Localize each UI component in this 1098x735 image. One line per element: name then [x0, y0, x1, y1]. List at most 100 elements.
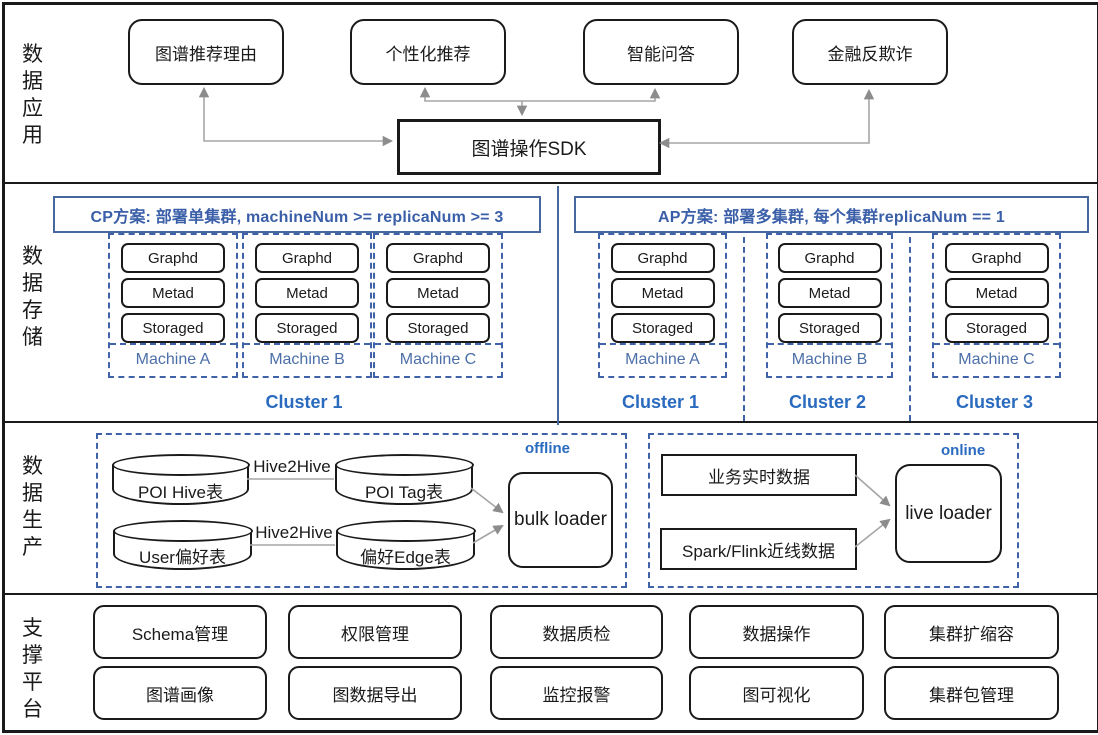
app-box-finance-antifraud: 金融反欺诈 — [792, 19, 948, 85]
app-box-smart-qa: 智能问答 — [583, 19, 739, 85]
ap-cluster-separator-2 — [909, 237, 911, 421]
storaged-box: Storaged — [777, 313, 882, 343]
spark-flink-nearline-data-box: Spark/Flink近线数据 — [660, 528, 857, 570]
layer-label-data-production: 数据生产 — [22, 455, 44, 559]
arrow-sdk-to-antifraud — [658, 88, 875, 149]
metad-box: Metad — [255, 278, 359, 308]
cylinder-label: User偏好表 — [139, 548, 226, 567]
ap-scheme-header-text: AP方案: 部署多集群, 每个集群replicaNum == 1 — [658, 208, 1005, 226]
graphd-box: Graphd — [944, 243, 1049, 273]
source-label: 业务实时数据 — [708, 467, 810, 487]
app-box-label: 图谱推荐理由 — [155, 44, 257, 64]
ap-cluster-1-label: Cluster 1 — [621, 392, 700, 412]
machine-name: Machine C — [399, 351, 477, 368]
layer-label-support-platform: 支撑平台 — [22, 617, 44, 721]
online-zone — [648, 433, 1019, 588]
poi-tag-table-cylinder: POI Tag表 — [334, 454, 474, 505]
poi-hive-table-cylinder: POI Hive表 — [111, 454, 250, 505]
cp-machine-b: Graphd Metad Storaged Machine B — [242, 233, 372, 378]
hive2hive-label-1: Hive2Hive — [253, 457, 331, 476]
cylinder-label: POI Hive表 — [137, 482, 224, 502]
data-operation-box: 数据操作 — [689, 605, 864, 659]
ap-machine-a: Graphd Metad Storaged Machine A — [598, 233, 727, 378]
pill-label: 图谱画像 — [146, 685, 214, 705]
cp-scheme-header: CP方案: 部署单集群, machineNum >= replicaNum >=… — [53, 196, 541, 233]
machine-name: Machine A — [625, 351, 700, 368]
app-box-label: 智能问答 — [627, 44, 695, 64]
machine-name: Machine B — [791, 351, 868, 368]
layer-label-data-storage: 数据存储 — [22, 245, 44, 349]
pill-label: 集群包管理 — [929, 685, 1014, 705]
metad-box: Metad — [610, 278, 715, 308]
pill-label: 集群扩缩容 — [929, 624, 1014, 644]
monitor-alert-box: 监控报警 — [490, 666, 663, 720]
cp-machine-c: Graphd Metad Storaged Machine C — [373, 233, 503, 378]
storaged-box: Storaged — [121, 313, 225, 343]
machine-name: Machine B — [269, 351, 345, 368]
graphd-box: Graphd — [610, 243, 715, 273]
ap-cluster-separator-1 — [743, 237, 745, 421]
machine-label-divider — [600, 343, 725, 345]
graphd-box: Graphd — [121, 243, 225, 273]
cluster-scaling-box: 集群扩缩容 — [884, 605, 1059, 659]
ap-cluster-3-label: Cluster 3 — [955, 392, 1034, 412]
cluster-package-box: 集群包管理 — [884, 666, 1059, 720]
machine-label-divider — [934, 343, 1059, 345]
arrow-sdk-to-personalized-and-qa — [419, 86, 661, 102]
app-box-personalized-recommend: 个性化推荐 — [350, 19, 506, 85]
online-tag: online — [941, 442, 986, 459]
app-box-graph-recommend-reason: 图谱推荐理由 — [128, 19, 284, 85]
permission-management-box: 权限管理 — [288, 605, 462, 659]
ap-machine-c: Graphd Metad Storaged Machine C — [932, 233, 1061, 378]
graphd-box: Graphd — [255, 243, 359, 273]
hive2hive-label-2: Hive2Hive — [255, 523, 333, 542]
arrow-sdk-to-recommend-reason — [198, 86, 394, 147]
offline-zone — [96, 433, 627, 588]
layer-divider-1 — [5, 182, 1097, 184]
pill-label: 数据操作 — [742, 624, 811, 644]
graphd-box: Graphd — [777, 243, 882, 273]
pill-label: 监控报警 — [542, 685, 611, 705]
offline-tag: offline — [525, 440, 570, 457]
machine-label-divider — [768, 343, 891, 345]
machine-label-divider — [110, 343, 236, 345]
machine-name: Machine C — [958, 351, 1035, 368]
metad-box: Metad — [944, 278, 1049, 308]
storaged-box: Storaged — [255, 313, 359, 343]
layer-divider-2 — [5, 421, 1097, 423]
source-label: Spark/Flink近线数据 — [681, 541, 836, 561]
cp-cluster-label: Cluster 1 — [265, 392, 343, 412]
schema-management-box: Schema管理 — [93, 605, 267, 659]
graph-portrait-box: 图谱画像 — [93, 666, 267, 720]
graphd-box: Graphd — [386, 243, 490, 273]
cylinder-label: 偏好Edge表 — [360, 548, 451, 567]
ap-cluster-2-label: Cluster 2 — [788, 392, 867, 412]
machine-name: Machine A — [135, 351, 211, 368]
bulk-loader-box: bulk loader — [508, 472, 613, 568]
storaged-box: Storaged — [386, 313, 490, 343]
graph-data-export-box: 图数据导出 — [288, 666, 462, 720]
bulk-loader-label: bulk loader — [514, 509, 607, 531]
pill-label: 权限管理 — [341, 624, 409, 644]
live-loader-box: live loader — [895, 464, 1002, 563]
cp-scheme-header-text: CP方案: 部署单集群, machineNum >= replicaNum >=… — [90, 208, 504, 226]
graph-sdk-label: 图谱操作SDK — [471, 138, 587, 160]
ap-machine-b: Graphd Metad Storaged Machine B — [766, 233, 893, 378]
cp-ap-divider — [557, 186, 559, 425]
pill-label: Schema管理 — [131, 624, 229, 644]
metad-box: Metad — [121, 278, 225, 308]
graph-sdk-box: 图谱操作SDK — [397, 119, 661, 175]
app-box-label: 个性化推荐 — [385, 44, 471, 64]
machine-label-divider — [375, 343, 501, 345]
cylinder-label: POI Tag表 — [364, 482, 444, 502]
ap-scheme-header: AP方案: 部署多集群, 每个集群replicaNum == 1 — [574, 196, 1089, 233]
cp-machine-a: Graphd Metad Storaged Machine A — [108, 233, 238, 378]
metad-box: Metad — [777, 278, 882, 308]
realtime-business-data-box: 业务实时数据 — [661, 454, 857, 496]
layer-divider-3 — [5, 593, 1097, 595]
pill-label: 图数据导出 — [332, 685, 418, 705]
pref-edge-table-cylinder: 偏好Edge表 — [335, 520, 476, 570]
user-pref-table-cylinder: User偏好表 — [112, 520, 253, 570]
app-box-label: 金融反欺诈 — [827, 44, 913, 64]
